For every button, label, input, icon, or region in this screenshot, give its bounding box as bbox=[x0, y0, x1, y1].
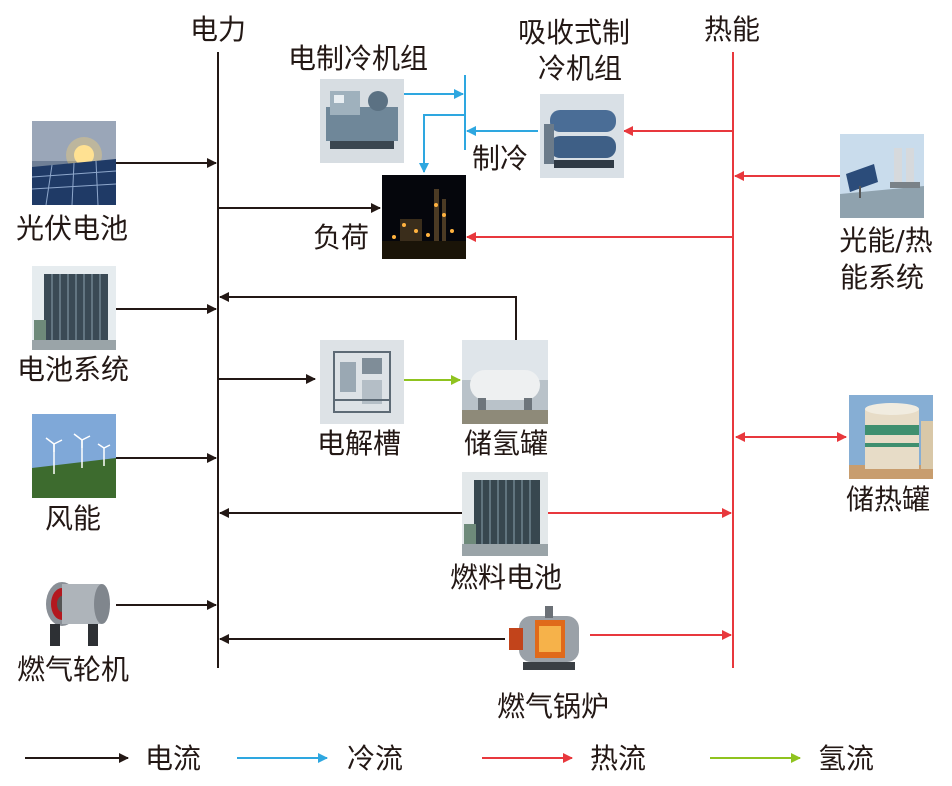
solar-panel-icon bbox=[32, 121, 116, 205]
chiller-unit-icon bbox=[320, 79, 404, 163]
absorption-chiller-icon bbox=[540, 94, 624, 178]
hydrogen-tank-icon bbox=[462, 340, 548, 424]
gas-turbine-label: 燃气轮机 bbox=[16, 653, 130, 686]
battery-label: 电池系统 bbox=[16, 353, 130, 386]
cooling-to-load-arrow bbox=[419, 114, 465, 173]
absorption-chiller-label-line1: 吸收式制 bbox=[517, 16, 631, 49]
fuel-cell-label: 燃料电池 bbox=[449, 561, 563, 594]
legend-hydrogen-label: 氢流 bbox=[818, 742, 875, 775]
thermal-bus-label: 热能 bbox=[703, 13, 761, 46]
pv-label: 光伏电池 bbox=[15, 212, 129, 245]
electric-bus-label: 电力 bbox=[189, 13, 247, 46]
electrolyzer-label: 电解槽 bbox=[316, 427, 402, 460]
gas-turbine-icon bbox=[32, 566, 116, 650]
solar-thermal-icon bbox=[840, 134, 924, 218]
battery-container-icon bbox=[32, 266, 116, 350]
fuel-cell-icon bbox=[462, 472, 548, 556]
gas-boiler-label: 燃气锅炉 bbox=[496, 690, 610, 723]
legend-heat-label: 热流 bbox=[590, 742, 647, 775]
wind-label: 风能 bbox=[44, 502, 102, 535]
gas-boiler-icon bbox=[505, 602, 590, 682]
wind-turbine-icon bbox=[32, 414, 116, 498]
industrial-plant-icon bbox=[382, 175, 466, 259]
hydrogen-tank-to-bus-arrow bbox=[219, 292, 517, 340]
legend-electric-label: 电流 bbox=[145, 742, 202, 775]
electric-chiller-label: 电制冷机组 bbox=[287, 42, 429, 75]
solar-thermal-label-line1: 光能/热 bbox=[839, 224, 933, 257]
absorption-chiller-label-line2: 冷机组 bbox=[537, 52, 623, 85]
cooling-label: 制冷 bbox=[472, 142, 529, 175]
electrolyzer-icon bbox=[320, 340, 404, 424]
heat-storage-tank-icon bbox=[849, 395, 933, 479]
load-label: 负荷 bbox=[313, 221, 370, 254]
solar-thermal-label-line2: 能系统 bbox=[839, 261, 925, 294]
hydrogen-tank-label: 储氢罐 bbox=[463, 427, 549, 460]
heat-storage-label: 储热罐 bbox=[845, 483, 931, 516]
legend-cold-label: 冷流 bbox=[347, 742, 404, 775]
